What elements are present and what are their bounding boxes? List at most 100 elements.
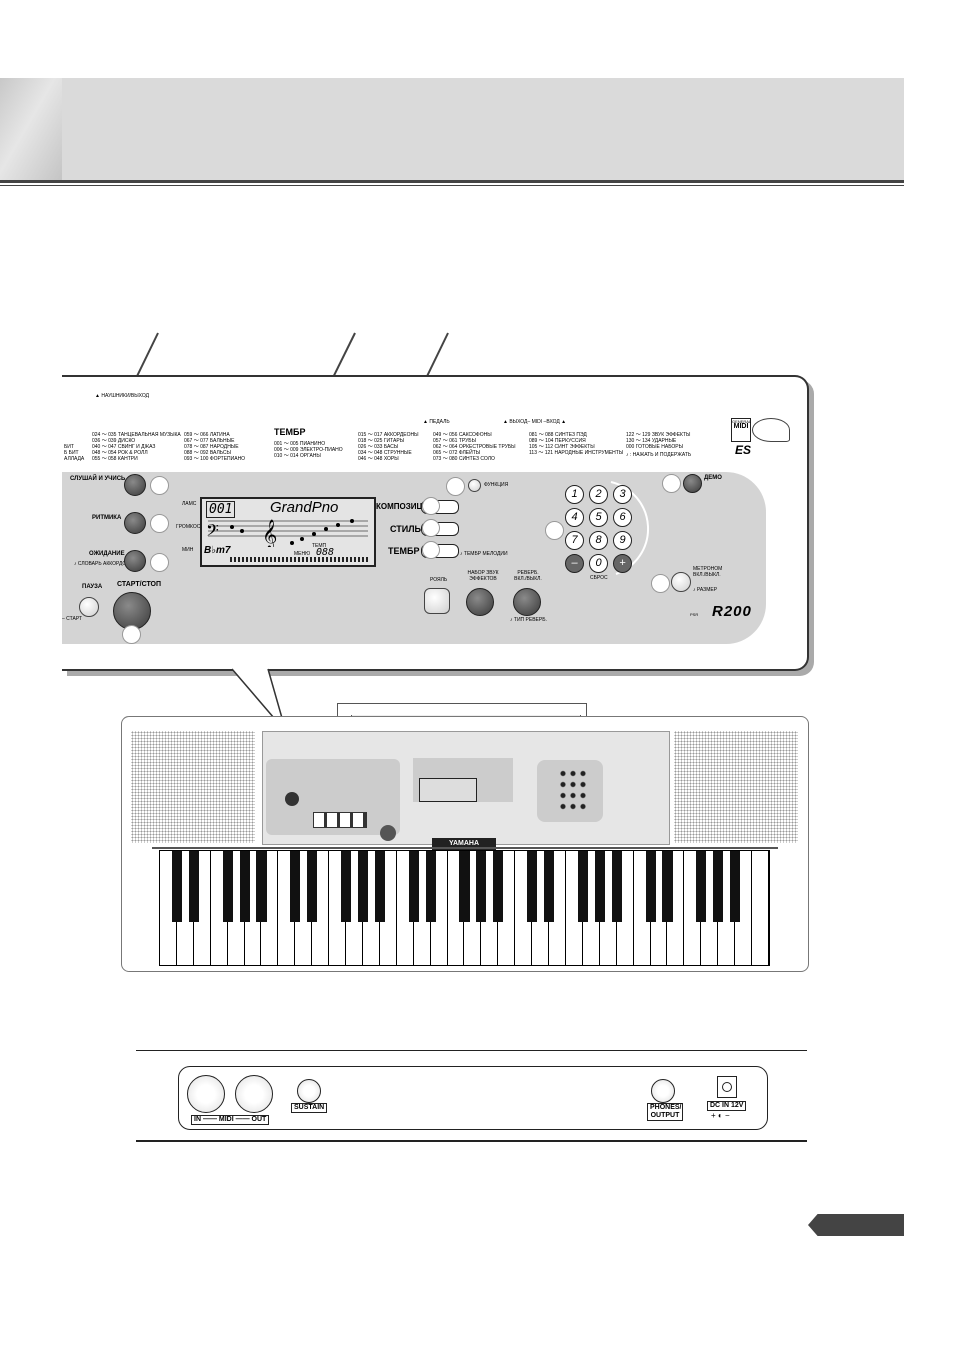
style-list-2: 059 ～ 066 ЛАТИНА 067 ～ 077 БАЛЬНЫЕ 078 ～… [184, 432, 245, 462]
panel-gray-area [62, 472, 766, 644]
function-button[interactable] [468, 479, 481, 492]
black-key[interactable] [577, 851, 588, 922]
black-key[interactable] [476, 851, 487, 922]
callout-marker [150, 553, 169, 572]
chapter-header-tab [0, 78, 62, 181]
white-key[interactable] [312, 851, 330, 965]
black-key[interactable] [544, 851, 555, 922]
metronome-button[interactable] [671, 572, 691, 592]
keypad-1[interactable]: 1 [565, 485, 584, 504]
white-key[interactable] [752, 851, 769, 965]
list-item: 046 ～ 048 ХОРЫ [358, 456, 399, 462]
keypad-plus[interactable]: + [613, 554, 632, 573]
dc-in-socket[interactable] [717, 1076, 737, 1098]
demo-button[interactable] [683, 474, 702, 493]
piano-keys [159, 850, 770, 966]
pause-button[interactable] [79, 597, 99, 617]
black-key[interactable] [594, 851, 605, 922]
dc-in-pin [722, 1082, 732, 1092]
black-key[interactable] [256, 851, 267, 922]
keypad-3[interactable]: 3 [613, 485, 632, 504]
sustain-label: SUSTAIN [291, 1103, 328, 1113]
model-prefix: PSR [690, 612, 699, 617]
white-key[interactable] [262, 851, 279, 965]
midi-in-jack[interactable] [187, 1075, 225, 1113]
white-key[interactable] [194, 851, 211, 965]
keyboard-edge [152, 847, 778, 849]
white-key[interactable] [431, 851, 448, 965]
black-key[interactable] [611, 851, 622, 922]
list-item: 081 ～ 088 СИНТЕЗ ПЭД [529, 432, 587, 438]
header-rule-thick [0, 180, 904, 183]
timing-button[interactable] [124, 512, 146, 534]
keypad-9[interactable]: 9 [613, 531, 632, 550]
reverb-button[interactable] [513, 588, 541, 616]
phones-jack[interactable] [651, 1079, 675, 1103]
keypad-4[interactable]: 4 [565, 508, 584, 527]
black-key[interactable] [222, 851, 233, 922]
keypad-6[interactable]: 6 [613, 508, 632, 527]
black-key[interactable] [425, 851, 436, 922]
black-key[interactable] [171, 851, 182, 922]
black-key[interactable] [645, 851, 656, 922]
lcd-name: GrandPno [270, 499, 339, 516]
keypad-minus[interactable]: – [565, 554, 584, 573]
list-item: 024 ～ 035 ТАНЦЕВАЛЬНАЯ МУЗЫКА [92, 432, 181, 438]
callout-marker [662, 474, 681, 493]
time-signature-label: ♪ РАЗМЕР [693, 587, 718, 593]
keypad-7[interactable]: 7 [565, 531, 584, 550]
black-key[interactable] [662, 851, 673, 922]
list-item: 062 ～ 064 ОРКЕСТРОВЫЕ ТРУБЫ [433, 444, 516, 450]
callout-marker [422, 497, 440, 515]
sustain-jack[interactable] [297, 1079, 321, 1103]
dc-in-label: DC IN 12V [707, 1101, 747, 1111]
callout-marker [122, 625, 141, 644]
black-key[interactable] [341, 851, 352, 922]
black-key[interactable] [188, 851, 199, 922]
black-key[interactable] [357, 851, 369, 922]
list-item: 010 ～ 014 ОРГАНЫ [274, 453, 321, 459]
portable-grand-button[interactable] [424, 588, 450, 614]
xg-es-logo: ES [735, 443, 752, 457]
start-stop-button[interactable] [113, 592, 151, 630]
header-rule-thin [0, 185, 904, 186]
lcd-menu-label: МЕНЮ [294, 551, 311, 557]
rear-panel: IN —— MIDI —— OUT SUSTAIN PHONES/ OUTPUT… [178, 1066, 768, 1130]
sound-effect-button[interactable] [466, 588, 494, 616]
midi-out-jack[interactable] [235, 1075, 273, 1113]
voice-heading: ТЕМБР [274, 427, 306, 437]
black-key[interactable] [408, 851, 419, 922]
black-key[interactable] [696, 851, 707, 922]
white-key[interactable] [735, 851, 753, 965]
black-key[interactable] [493, 851, 504, 922]
lesson-button[interactable] [124, 474, 146, 496]
waiting-button[interactable] [124, 550, 146, 572]
white-key[interactable] [498, 851, 516, 965]
lesson-label: СЛУШАЙ И УЧИСЬ [70, 476, 126, 482]
white-key[interactable] [549, 851, 566, 965]
list-item: 018 ～ 025 ГИТАРЫ [358, 438, 405, 444]
black-key[interactable] [290, 851, 301, 922]
white-key[interactable] [668, 851, 685, 965]
black-key[interactable] [713, 851, 724, 922]
black-key[interactable] [374, 851, 385, 922]
list-item: 078 ～ 087 НАРОДНЫЕ [184, 444, 239, 450]
black-key[interactable] [527, 851, 538, 922]
keypad-0[interactable]: 0 [589, 554, 608, 573]
midi-label: IN —— MIDI —— OUT [191, 1115, 270, 1125]
keypad-8[interactable]: 8 [589, 531, 608, 550]
black-key[interactable] [730, 851, 741, 922]
midi-label: ▲ ВЫХОД– MIDI –ВХОД ▲ [503, 419, 567, 425]
keypad-5[interactable]: 5 [589, 508, 608, 527]
voice-list-4: 081 ～ 088 СИНТЕЗ ПЭД 089 ～ 104 ПЕРКУССИЯ… [529, 432, 623, 456]
keypad-2[interactable]: 2 [589, 485, 608, 504]
black-key[interactable] [459, 851, 470, 922]
white-key[interactable] [380, 851, 397, 965]
black-key[interactable] [239, 851, 250, 922]
voice-list-2: 015 ～ 017 АККОРДЕОНЫ 018 ～ 025 ГИТАРЫ 02… [358, 432, 419, 462]
gm-logo-text: GENERAL [732, 419, 752, 424]
white-key[interactable] [617, 851, 634, 965]
black-key[interactable] [307, 851, 318, 922]
song-label: КОМПОЗИЦИЯ [376, 502, 434, 511]
lcd-keyboard-strip [230, 557, 370, 562]
